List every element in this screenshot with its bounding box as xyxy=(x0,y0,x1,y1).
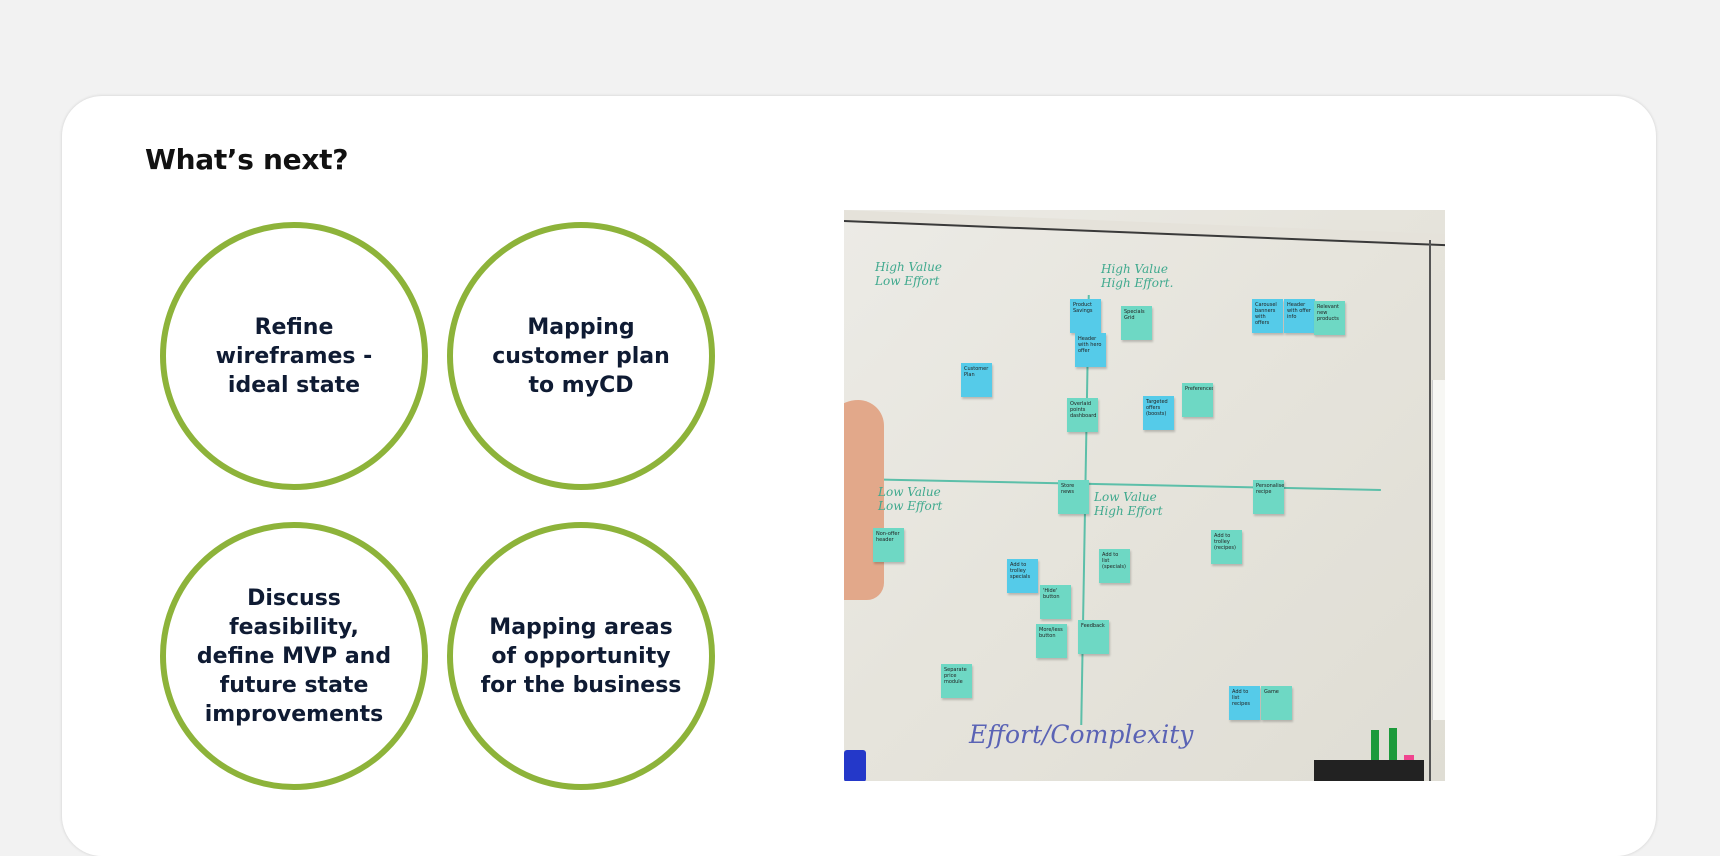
sticky-note: Non-offer header xyxy=(873,528,904,562)
circle-label: Discuss feasibility, define MVP and futu… xyxy=(196,585,392,727)
wall-paper xyxy=(1432,380,1445,720)
sticky-note: Specials Grid xyxy=(1121,306,1152,340)
circle-label: Mapping customer plan to myCD xyxy=(492,314,670,398)
sticky-note: Store news xyxy=(1058,480,1089,514)
quadrant-label: Low Value High Effort xyxy=(1094,490,1163,518)
axis-label: Effort/Complexity xyxy=(969,720,1194,749)
circle-label: Mapping areas of opportunity for the bus… xyxy=(480,614,682,698)
marker-tray xyxy=(1314,760,1424,781)
sticky-note: Header with offer info xyxy=(1284,299,1315,333)
sticky-note: Targeted offers (boosts) xyxy=(1143,396,1174,430)
sticky-note: Game xyxy=(1261,686,1292,720)
sticky-note: Carousel banners with offers xyxy=(1252,299,1283,333)
sticky-note: More/less button xyxy=(1036,624,1067,658)
sticky-note: Add to list (specials) xyxy=(1099,549,1130,583)
next-step-circle: Mapping areas of opportunity for the bus… xyxy=(447,522,715,790)
whiteboard-photo: High Value Low Effort High Value High Ef… xyxy=(844,210,1445,781)
sticky-note: Add to list recipes xyxy=(1229,686,1260,720)
next-step-circle: Discuss feasibility, define MVP and futu… xyxy=(160,522,428,790)
marker-pen xyxy=(1389,728,1397,764)
sticky-note: Header with hero offer xyxy=(1075,333,1106,367)
marker-pen xyxy=(1371,730,1379,764)
whiteboard-frame xyxy=(844,210,1445,247)
sticky-note: Personalised recipe xyxy=(1253,480,1284,514)
sticky-note: Overlaid points dashboard xyxy=(1067,398,1098,432)
hand xyxy=(844,400,884,600)
sticky-note: Feedback xyxy=(1078,620,1109,654)
sticky-note: Relevant new products xyxy=(1314,301,1345,335)
sticky-note: Add to trolley specials xyxy=(1007,559,1038,593)
next-step-circle: Refine wireframes - ideal state xyxy=(160,222,428,490)
sticky-note: 'Hide' button xyxy=(1040,585,1071,619)
sticky-note: Add to trolley (recipes) xyxy=(1211,530,1242,564)
sticky-note: Separate price module xyxy=(941,664,972,698)
quadrant-label: High Value Low Effort xyxy=(875,260,942,288)
sticky-note: Preferences xyxy=(1182,383,1213,417)
eraser xyxy=(844,750,866,781)
next-step-circle: Mapping customer plan to myCD xyxy=(447,222,715,490)
quadrant-label: Low Value Low Effort xyxy=(878,485,943,513)
sticky-note: Customer Plan xyxy=(961,363,992,397)
whiteboard-frame xyxy=(1429,240,1431,781)
page-title: What’s next? xyxy=(145,143,349,176)
quadrant-label: High Value High Effort. xyxy=(1101,262,1174,290)
sticky-note: Product Savings xyxy=(1070,299,1101,333)
circle-label: Refine wireframes - ideal state xyxy=(215,314,373,398)
